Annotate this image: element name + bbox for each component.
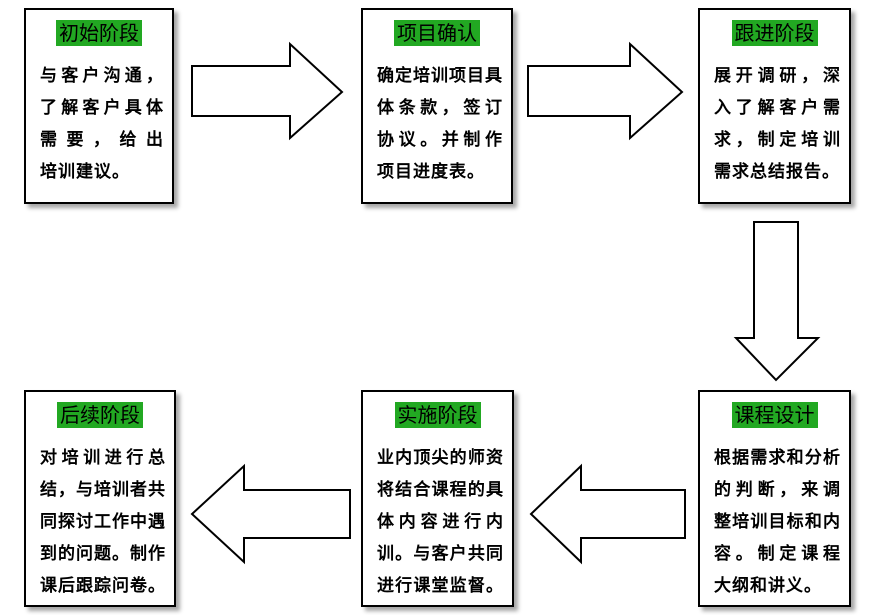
stage-title: 跟进阶段 (731, 20, 818, 46)
description-line: 根据需求和分析 (714, 448, 841, 468)
description-line: 到的问题。制作 (40, 544, 166, 564)
arrow-left-icon (190, 463, 351, 565)
description-line: 结，与培训者共 (40, 480, 166, 500)
arrow-right-icon (527, 41, 684, 141)
description-line: 培训建议。 (40, 162, 130, 182)
description-line: 业内顶尖的师资 (377, 448, 504, 468)
description-line: 展开调研，深 (714, 66, 841, 86)
stage-box-initial: 初始阶段 与客户沟通， 了解客户具体 需要，给出 培训建议。 (24, 8, 174, 204)
description-line: 需求总结报告。 (714, 162, 840, 182)
stage-description: 根据需求和分析 的判断，来调 整培训目标和内 容。制定课程 大纲和讲义。 (714, 442, 841, 602)
description-line: 同探讨工作中遇 (40, 512, 166, 532)
description-line: 需要，给出 (40, 130, 164, 150)
stage-box-followup: 跟进阶段 展开调研，深 入了解客户需 求，制定培训 需求总结报告。 (698, 8, 851, 204)
stage-description: 确定培训项目具 体条款，签订 协议。并制作 项目进度表。 (377, 60, 503, 188)
description-line: 求，制定培训 (714, 130, 841, 150)
stage-description: 对培训进行总 结，与培训者共 同探讨工作中遇 到的问题。制作 课后跟踪问卷。 (40, 442, 166, 602)
description-line: 对培训进行总 (40, 448, 166, 468)
stage-box-confirm: 项目确认 确定培训项目具 体条款，签订 协议。并制作 项目进度表。 (361, 8, 513, 204)
description-line: 的判断，来调 (714, 480, 841, 500)
description-line: 项目进度表。 (377, 162, 485, 182)
description-line: 与客户沟通， (40, 66, 164, 86)
description-line: 进行课堂监督。 (377, 576, 504, 596)
description-line: 整培训目标和内 (714, 512, 841, 532)
description-line: 确定培训项目具 (377, 66, 503, 86)
stage-description: 与客户沟通， 了解客户具体 需要，给出 培训建议。 (40, 60, 164, 188)
description-line: 体条款，签订 (377, 98, 503, 118)
arrow-right-icon (191, 41, 344, 141)
stage-title: 实施阶段 (394, 402, 481, 428)
description-line: 训。与客户共同 (377, 544, 504, 564)
description-line: 入了解客户需 (714, 98, 841, 118)
description-line: 协议。并制作 (377, 130, 503, 150)
description-line: 容。制定课程 (714, 544, 841, 564)
stage-box-implementation: 实施阶段 业内顶尖的师资 将结合课程的具 体内容进行内 训。与客户共同 进行课堂… (361, 390, 514, 607)
stage-description: 业内顶尖的师资 将结合课程的具 体内容进行内 训。与客户共同 进行课堂监督。 (377, 442, 504, 602)
stage-title: 后续阶段 (57, 402, 143, 428)
description-line: 课后跟踪问卷。 (40, 576, 166, 596)
stage-description: 展开调研，深 入了解客户需 求，制定培训 需求总结报告。 (714, 60, 841, 188)
stage-title: 初始阶段 (56, 20, 142, 46)
arrow-down-icon (733, 221, 821, 382)
stage-title: 项目确认 (394, 20, 480, 46)
stage-box-aftercare: 后续阶段 对培训进行总 结，与培训者共 同探讨工作中遇 到的问题。制作 课后跟踪… (24, 390, 176, 607)
description-line: 大纲和讲义。 (714, 576, 822, 596)
description-line: 体内容进行内 (377, 512, 504, 532)
description-line: 了解客户具体 (40, 98, 164, 118)
stage-title: 课程设计 (731, 402, 818, 428)
stage-box-course-design: 课程设计 根据需求和分析 的判断，来调 整培训目标和内 容。制定课程 大纲和讲义… (698, 390, 851, 607)
arrow-left-icon (529, 463, 686, 565)
description-line: 将结合课程的具 (377, 480, 504, 500)
